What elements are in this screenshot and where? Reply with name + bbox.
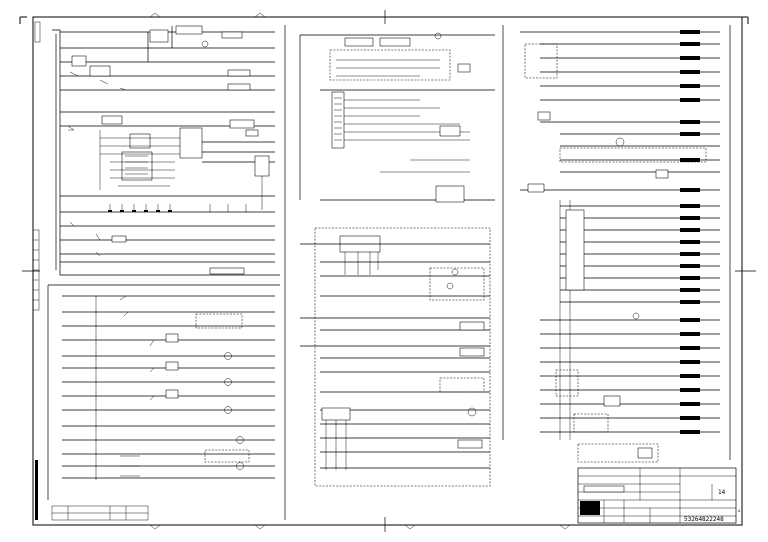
title-block <box>577 467 737 524</box>
drawing-number: 53264822248 <box>684 516 724 523</box>
column-2-circuits <box>299 32 495 487</box>
revision-table <box>51 505 149 521</box>
column-1-circuits <box>47 25 280 500</box>
revision-mark: A <box>738 509 741 513</box>
column-3-circuits <box>520 30 720 463</box>
sheet-frame <box>19 10 756 532</box>
sheet-number: 14 <box>718 489 726 496</box>
